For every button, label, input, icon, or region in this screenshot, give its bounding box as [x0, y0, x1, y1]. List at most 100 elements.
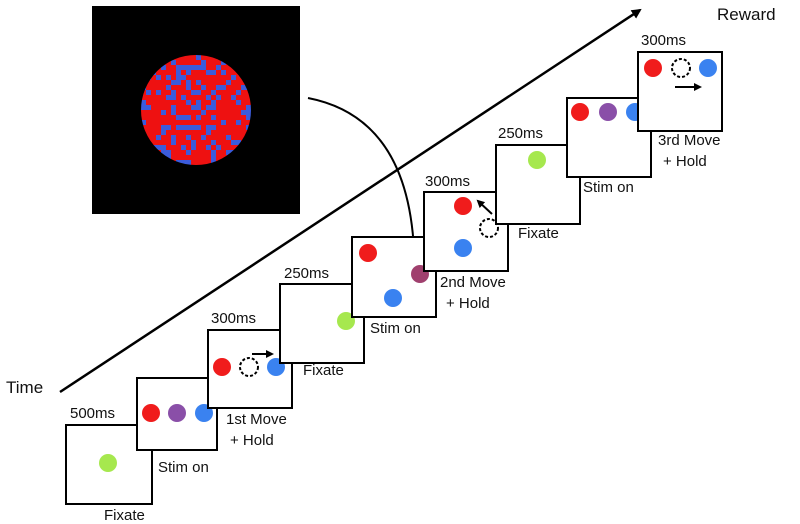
- stimulus-pixel: [161, 85, 166, 90]
- stimulus-pixel: [141, 115, 146, 120]
- stimulus-pixel: [236, 110, 241, 115]
- stimulus-pixel: [221, 65, 226, 70]
- stimulus-pixel: [156, 70, 161, 75]
- stimulus-pixel: [231, 125, 236, 130]
- stimulus-pixel: [221, 110, 226, 115]
- stimulus-pixel: [171, 155, 176, 160]
- stimulus-pixel: [201, 90, 206, 95]
- stimulus-pixel: [141, 110, 146, 115]
- stimulus-pixel: [236, 75, 241, 80]
- stimulus-pixel: [161, 120, 166, 125]
- stimulus-pixel: [171, 85, 176, 90]
- stimulus-pixel: [181, 105, 186, 110]
- stimulus-pixel: [196, 65, 201, 70]
- stimulus-pixel: [166, 145, 171, 150]
- stimulus-pixel: [216, 95, 221, 100]
- frame-caption: Stim on: [158, 459, 209, 476]
- stimulus-pixel: [196, 155, 201, 160]
- stimulus-pixel: [191, 105, 196, 110]
- stimulus-pixel: [181, 95, 186, 100]
- stimulus-pixel: [231, 145, 236, 150]
- stimulus-pixel: [176, 105, 181, 110]
- stimulus-pixel: [196, 70, 201, 75]
- stimulus-pixel: [226, 135, 231, 140]
- stimulus-pixel: [161, 115, 166, 120]
- stimulus-pixel: [246, 95, 251, 100]
- stimulus-pixel: [201, 135, 206, 140]
- stimulus-pixel: [186, 145, 191, 150]
- stimulus-pixel: [226, 150, 231, 155]
- stimulus-pixel: [176, 130, 181, 135]
- frame-caption: Stim on: [583, 179, 634, 196]
- stimulus-pixel: [156, 80, 161, 85]
- stimulus-pixel: [221, 75, 226, 80]
- stimulus-pixel: [211, 75, 216, 80]
- stimulus-pixel: [231, 70, 236, 75]
- stimulus-pixel: [196, 115, 201, 120]
- stimulus-pixel: [221, 150, 226, 155]
- stimulus-pixel: [211, 100, 216, 105]
- stimulus-pixel: [206, 125, 211, 130]
- stimulus-pixel: [161, 65, 166, 70]
- stimulus-pixel: [241, 130, 246, 135]
- stimulus-pixel: [201, 65, 206, 70]
- stimulus-pixel: [201, 160, 206, 165]
- stimulus-pixel: [236, 100, 241, 105]
- stimulus-pixel: [176, 75, 181, 80]
- stimulus-callout-arrow: [307, 97, 418, 252]
- stimulus-pixel: [211, 150, 216, 155]
- stimulus-pixel: [151, 110, 156, 115]
- stimulus-pixel: [211, 80, 216, 85]
- stimulus-pixel: [166, 115, 171, 120]
- stimulus-pixel: [226, 70, 231, 75]
- stimulus-pixel: [231, 90, 236, 95]
- stimulus-pixel: [206, 105, 211, 110]
- stimulus-pixel: [176, 125, 181, 130]
- stimulus-pixel: [226, 95, 231, 100]
- stimulus-pixel: [206, 150, 211, 155]
- stimulus-pixel: [146, 100, 151, 105]
- stimulus-pixel: [156, 85, 161, 90]
- stimulus-pixel: [236, 85, 241, 90]
- frame-caption: Fixate: [104, 507, 145, 524]
- duration-label: 300ms: [425, 173, 470, 190]
- stimulus-pixel: [196, 120, 201, 125]
- stimulus-pixel: [201, 140, 206, 145]
- stimulus-pixel: [236, 95, 241, 100]
- stimulus-pixel: [221, 155, 226, 160]
- stimulus-pixel: [176, 60, 181, 65]
- stimulus-pixel: [161, 100, 166, 105]
- stimulus-pixel: [191, 150, 196, 155]
- stimulus-pixel: [156, 140, 161, 145]
- stimulus-pixel: [206, 115, 211, 120]
- stimulus-pixel: [211, 135, 216, 140]
- stimulus-pixel: [186, 120, 191, 125]
- stimulus-pixel: [226, 85, 231, 90]
- stimulus-pixel: [146, 90, 151, 95]
- stimulus-pixel: [241, 135, 246, 140]
- stimulus-pixel: [236, 130, 241, 135]
- stimulus-pixel: [221, 95, 226, 100]
- stimulus-pixel: [166, 125, 171, 130]
- stimulus-pixel: [226, 140, 231, 145]
- stimulus-pixel: [196, 140, 201, 145]
- stimulus-pixel: [191, 65, 196, 70]
- stimulus-pixel: [201, 100, 206, 105]
- stimulus-pixel: [216, 130, 221, 135]
- stimulus-pixel: [201, 70, 206, 75]
- fixation-dot: [337, 312, 355, 330]
- stimulus-pixel: [211, 105, 216, 110]
- stimulus-pixel: [191, 120, 196, 125]
- stimulus-pixel: [246, 105, 251, 110]
- stimulus-pixel: [191, 135, 196, 140]
- stimulus-pixel: [211, 90, 216, 95]
- stimulus-pixel: [191, 160, 196, 165]
- stimulus-pixel: [246, 115, 251, 120]
- stimulus-pixel: [146, 110, 151, 115]
- stimulus-pixel: [231, 75, 236, 80]
- stimulus-pixel: [201, 85, 206, 90]
- stimulus-pixel: [201, 145, 206, 150]
- stimulus-pixel: [211, 145, 216, 150]
- stimulus-pixel: [206, 65, 211, 70]
